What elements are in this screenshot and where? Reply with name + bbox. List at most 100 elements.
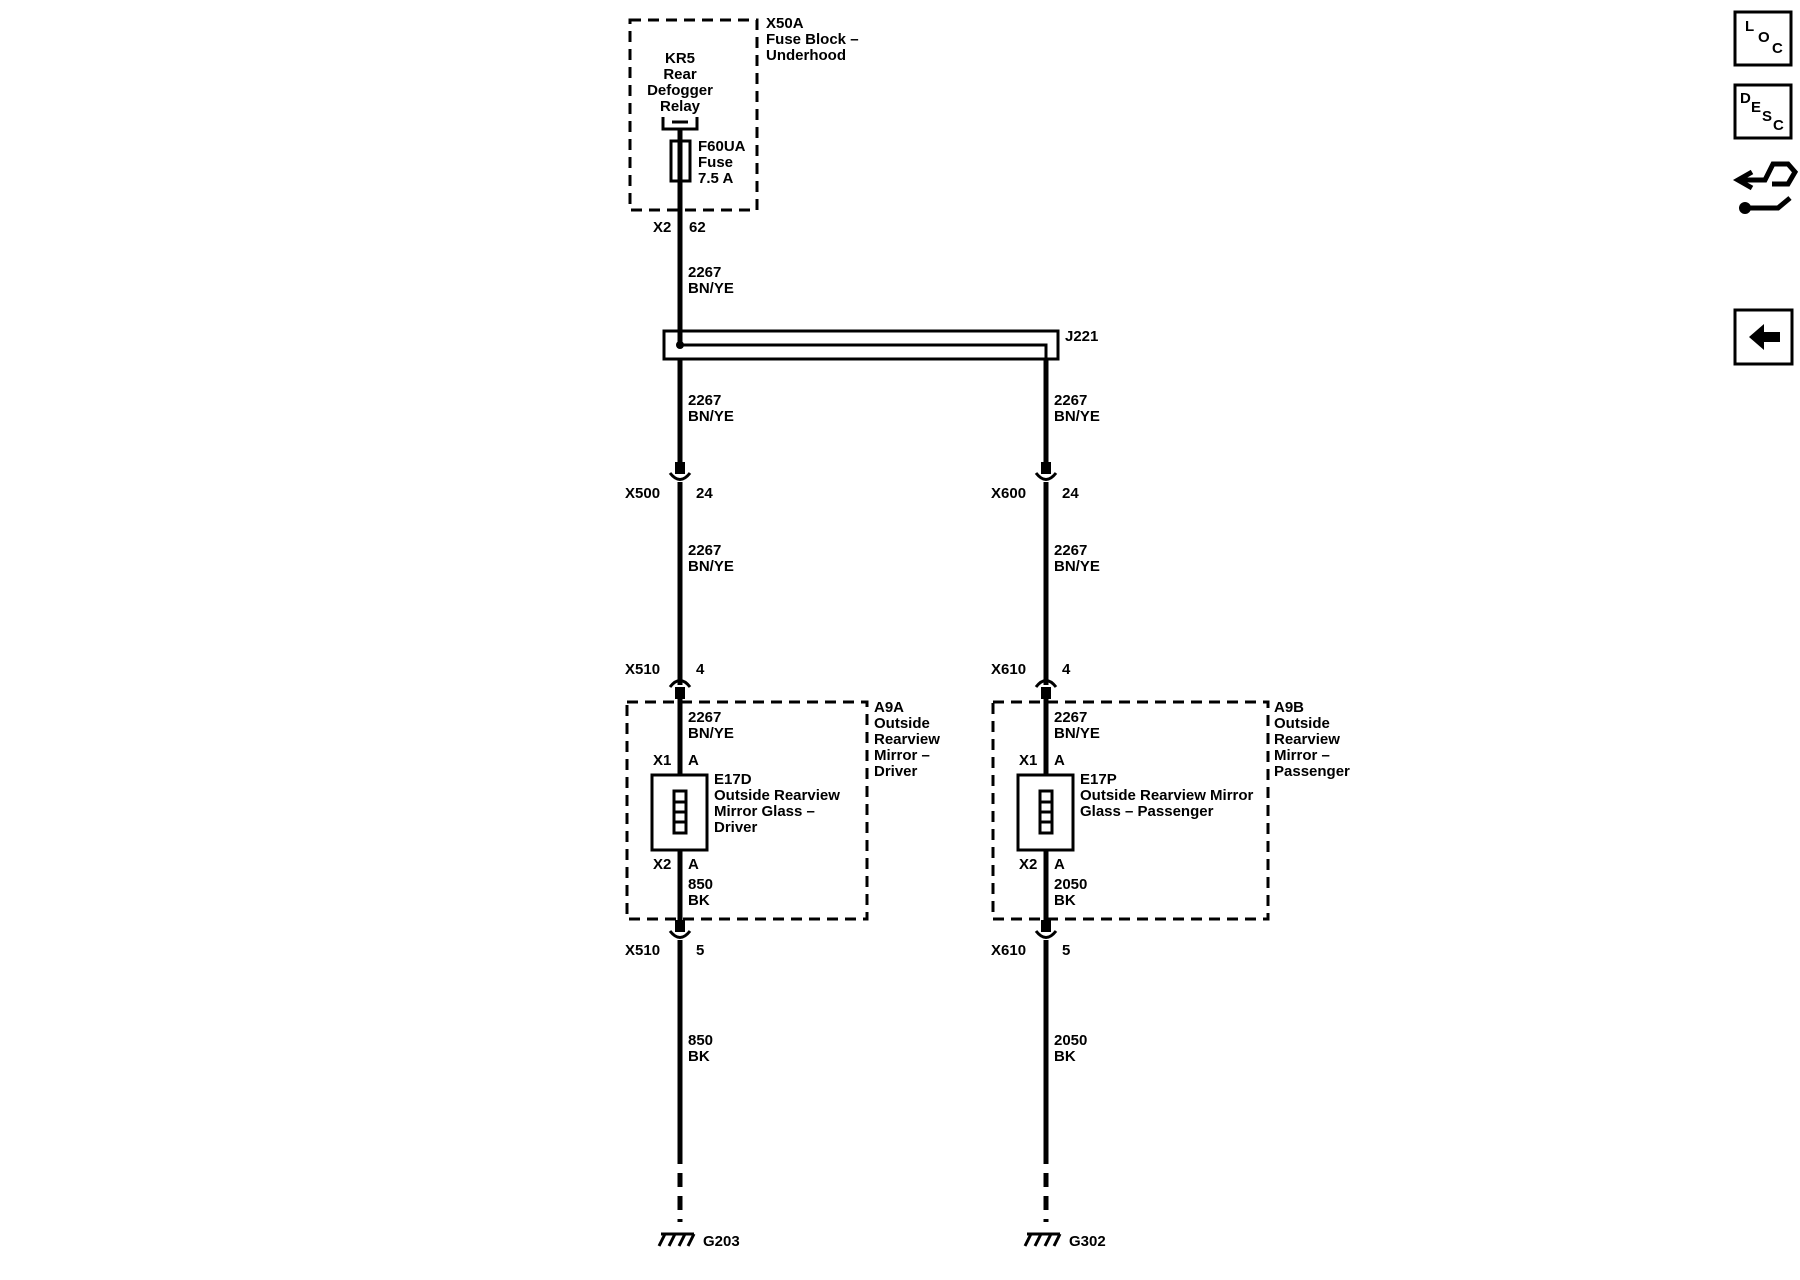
desc-letter-c: C [1773,117,1784,134]
pass-conn-bot-id: X2 [1019,856,1037,873]
fuse-block-connector: X2 [653,219,671,236]
desc-button[interactable]: D E S C [1733,83,1793,140]
inline-x500-id: X500 [625,485,660,502]
inline-x510b-id: X510 [625,942,660,959]
desc-letter-d: D [1740,90,1751,107]
inline-x600-pin [1041,462,1051,474]
inline-x610b-pin [1041,920,1051,932]
element-e17d-label-1: Outside Rearview [714,787,840,804]
wire-driver-2-color: BN/YE [688,558,734,575]
module-a9b-boundary [991,700,1270,921]
wire-pass-3-circuit: 2267 [1054,709,1087,726]
wire-driver-4-color: BK [688,892,710,909]
module-a9b-id: A9B [1274,699,1304,716]
wire-driver-1-circuit: 2267 [688,392,721,409]
inline-x510b-pin-label: 5 [696,942,704,959]
module-a9b-label-4: Passenger [1274,763,1350,780]
fuse-type: Fuse [698,154,733,171]
inline-x600-connector-icon [1034,472,1058,481]
wire-driver-3-circuit: 2267 [688,709,721,726]
relay-label-3: Relay [660,98,701,115]
module-a9a-id: A9A [874,699,904,716]
desc-letter-s: S [1762,108,1772,125]
wire-pass-4-color: BK [1054,892,1076,909]
pass-conn-bot-pin: A [1054,856,1065,873]
wire-pass-3-color: BN/YE [1054,725,1100,742]
wire-pass-5-circuit: 2050 [1054,1032,1087,1049]
inline-x610-pin [1041,687,1051,699]
inline-x610-id: X610 [991,661,1026,678]
driver-conn-top-id: X1 [653,752,671,769]
element-e17d-id: E17D [714,771,752,788]
inline-x500-connector-icon [668,472,692,481]
connector-repair-icon[interactable] [1732,161,1799,214]
inline-x600-id: X600 [991,485,1026,502]
relay-label-1: Rear [663,66,697,83]
inline-x610b-id: X610 [991,942,1026,959]
element-e17p-label-1: Outside Rearview Mirror [1080,787,1254,804]
element-e17p-id: E17P [1080,771,1117,788]
fuse-rating: 7.5 A [698,170,733,187]
relay-contact-icon [661,117,699,131]
inline-x600-pin-label: 24 [1062,485,1079,502]
splice-pack [662,329,1060,361]
inline-x510-id: X510 [625,661,660,678]
loc-letter-c: C [1772,40,1783,57]
inline-x500-pin-label: 24 [696,485,713,502]
inline-x510b-connector-icon [668,930,692,939]
ground-g302: G302 [1069,1233,1106,1250]
module-a9a-label-4: Driver [874,763,918,780]
fuse-block-pin: 62 [689,219,706,236]
module-a9b-label-1: Outside [1274,715,1330,732]
fuse-block-name: Fuse Block – [766,31,859,48]
splice-id: J221 [1065,328,1098,345]
ground-icon [657,1232,696,1247]
wire-driver-5-circuit: 850 [688,1032,713,1049]
element-e17d-label-3: Driver [714,819,758,836]
element-e17p-label-2: Glass – Passenger [1080,803,1214,820]
fuse-block-name-2: Underhood [766,47,846,64]
loc-button[interactable]: L O C [1733,10,1793,67]
relay-label-2: Defogger [647,82,713,99]
wire-supply-circuit: 2267 [688,264,721,281]
loc-letter-l: L [1745,18,1754,35]
module-a9b-label-2: Rearview [1274,731,1340,748]
inline-x610-connector-icon [1034,679,1058,688]
inline-x610b-connector-icon [1034,930,1058,939]
inline-x510-connector-icon [668,679,692,688]
relay-id: KR5 [665,50,695,67]
inline-x610-pin-label: 4 [1062,661,1071,678]
wire-pass-1-circuit: 2267 [1054,392,1087,409]
module-a9b-label-3: Mirror – [1274,747,1330,764]
splice-bus [680,343,1048,365]
inline-x500-pin [675,462,685,474]
driver-conn-bot-id: X2 [653,856,671,873]
wire-driver-2-circuit: 2267 [688,542,721,559]
fuse-block-boundary [628,18,759,212]
module-a9a-label-1: Outside [874,715,930,732]
wire-pass-5-color: BK [1054,1048,1076,1065]
ground-icon [1023,1232,1062,1247]
driver-conn-top-pin: A [688,752,699,769]
inline-x510-pin [675,687,685,699]
inline-x510b-pin [675,920,685,932]
driver-conn-bot-pin: A [688,856,699,873]
wire-pass-2-circuit: 2267 [1054,542,1087,559]
wire-driver-3-color: BN/YE [688,725,734,742]
pass-conn-top-id: X1 [1019,752,1037,769]
fuse-block-id: X50A [766,15,804,32]
wire-driver-5-color: BK [688,1048,710,1065]
wire-supply-color: BN/YE [688,280,734,297]
wire-pass-4-circuit: 2050 [1054,876,1087,893]
element-e17d-label-2: Mirror Glass – [714,803,815,820]
ground-g203: G203 [703,1233,740,1250]
inline-x510-pin-label: 4 [696,661,705,678]
back-arrow-icon [1749,324,1780,350]
wire-driver-1-color: BN/YE [688,408,734,425]
module-a9a-boundary [625,700,869,921]
wire-pass-2-color: BN/YE [1054,558,1100,575]
back-button[interactable] [1733,308,1794,366]
desc-letter-e: E [1751,99,1761,116]
fuse-id: F60UA [698,138,746,155]
